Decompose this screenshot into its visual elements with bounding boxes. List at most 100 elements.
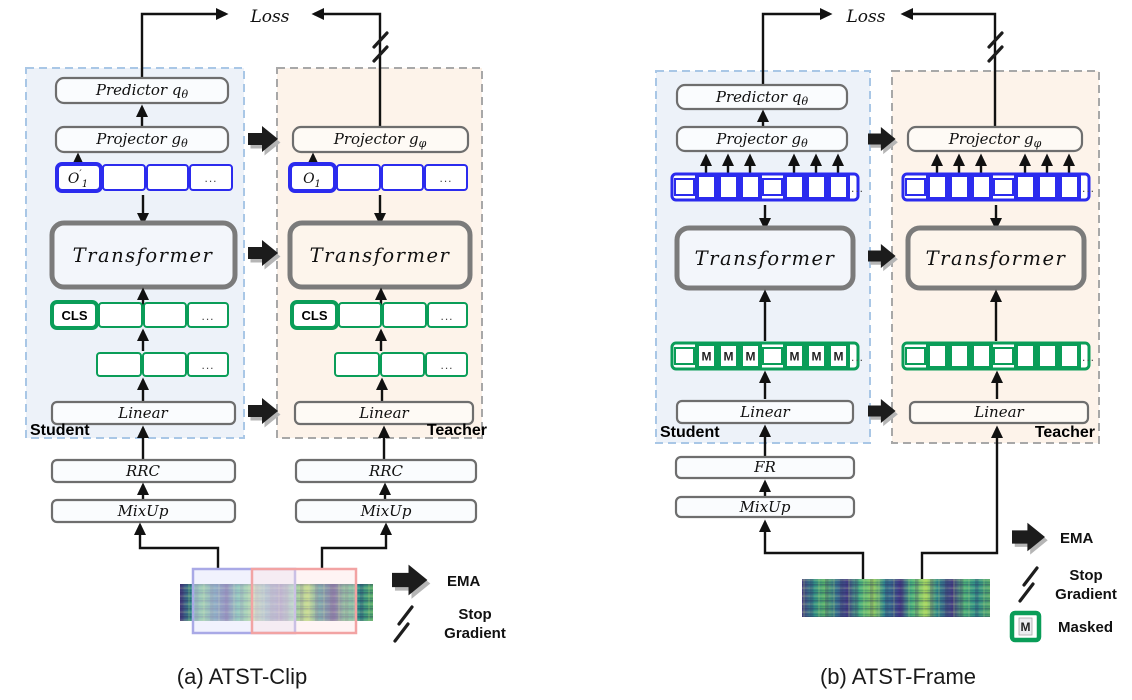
ema-arrow — [248, 126, 281, 156]
clip-teacher-label: Teacher — [427, 422, 487, 439]
masked-token — [739, 342, 762, 370]
clip-student-projector-box — [54, 125, 230, 154]
ellipsis: ... — [1082, 181, 1095, 195]
clip-student-cls-row: CLS ... — [50, 300, 229, 330]
frame-teacher-transformer-box — [905, 225, 1087, 291]
clip-student-loss-arrow — [140, 8, 229, 78]
frame-spectrogram — [802, 579, 990, 617]
frame-student-linear-box — [675, 399, 855, 425]
clip-student-rrc-label: RRC — [125, 462, 161, 480]
clip-student-output-tokens: O′1 ... — [55, 162, 233, 193]
clip-teacher-linear-box — [293, 400, 475, 426]
clip-student-predictor-label: Predictor qθ — [95, 81, 189, 101]
ema-icon — [1012, 522, 1048, 555]
masked-token — [827, 342, 850, 370]
ellipsis: ... — [1082, 350, 1095, 364]
frame-student-projector-label: Projector gθ — [715, 130, 808, 150]
ema-label: EMA — [1060, 530, 1094, 547]
frame-stop-gradient-icon — [987, 31, 1004, 63]
masked-icon: M — [1009, 610, 1042, 643]
frame-fr-label: FR — [753, 458, 776, 476]
frame-student-label: Student — [660, 424, 720, 441]
frame-student-transformer-label: Transformer — [695, 247, 836, 270]
clip-stop-gradient-icon — [372, 31, 389, 63]
frame-mixup-label: MixUp — [739, 498, 791, 516]
clip-student-transformer-box — [49, 220, 238, 290]
clip-input-to-teacher — [320, 522, 392, 569]
masked-token — [717, 342, 740, 370]
clip-teacher-mixup-label: MixUp — [360, 502, 412, 520]
ellipsis: ... — [440, 358, 453, 372]
clip-teacher-projector-box — [291, 125, 470, 154]
ellipsis: ... — [201, 309, 214, 323]
frame-student-output-tokens: ... — [670, 172, 864, 202]
caption-atst-frame: (b) ATST-Frame — [820, 664, 976, 689]
mask-m: M — [790, 350, 800, 364]
clip-crop-red — [250, 567, 358, 635]
frame-teacher-token-arrows — [931, 153, 1075, 174]
masked-token — [783, 342, 806, 370]
clip-teacher-rrc-label: RRC — [368, 462, 404, 480]
stop-gradient-label: Stop — [458, 606, 491, 623]
clip-teacher-output-tokens: O1 ... — [288, 162, 468, 193]
frame-teacher-patch-row: ... — [901, 341, 1095, 371]
mask-m: M — [746, 350, 756, 364]
clip-teacher-rrc-box — [294, 458, 478, 484]
frame-teacher-label: Teacher — [1035, 424, 1095, 441]
stop-gradient-label2: Gradient — [444, 625, 506, 642]
frame-student-transformer-box — [674, 225, 856, 291]
ellipsis: ... — [204, 171, 217, 185]
clip-teacher-transformer-label: Transformer — [310, 244, 451, 267]
stop-gradient-label2: Gradient — [1055, 586, 1117, 603]
clip-student-mixup-box — [50, 498, 237, 524]
ema-arrow — [248, 398, 281, 428]
frame-student-token-arrows — [700, 153, 844, 174]
stop-gradient-icon — [393, 605, 414, 643]
clip-teacher-cls-row: CLS ... — [290, 300, 468, 330]
frame-fr-box — [674, 455, 856, 480]
stop-gradient-label: Stop — [1069, 567, 1102, 584]
clip-student-rrc-box — [50, 458, 237, 484]
frame-student-loss-arrow — [761, 8, 833, 85]
frame-student-masked-row: M M M M M M ... — [670, 341, 863, 371]
clip-teacher-transformer-box — [287, 220, 473, 290]
cls-label: CLS — [302, 308, 328, 323]
clip-teacher-patch-row: ... — [334, 352, 468, 377]
ellipsis: ... — [440, 309, 453, 323]
frame-legend: EMA Stop Gradient M Masked — [1009, 522, 1117, 643]
caption-atst-clip: (a) ATST-Clip — [177, 664, 307, 689]
clip-legend: EMA Stop Gradient — [392, 564, 506, 643]
frame-teacher-transformer-label: Transformer — [926, 247, 1067, 270]
masked-label: Masked — [1058, 619, 1113, 636]
clip-student-mixup-label: MixUp — [117, 502, 169, 520]
clip-student-linear-label: Linear — [117, 404, 168, 422]
clip-teacher-loss-arrow — [311, 8, 382, 127]
clip-teacher-o-label: O1 — [303, 171, 321, 190]
atst-frame-diagram: Loss Predictor qθ Projector gθ — [655, 7, 1117, 689]
clip-crop-blue — [191, 567, 297, 635]
cls-label: CLS — [62, 308, 88, 323]
clip-student-o-label: O′1 — [68, 169, 88, 190]
frame-student-predictor-label: Predictor qθ — [715, 88, 809, 108]
clip-teacher-cls-token — [290, 300, 339, 330]
masked-token — [695, 342, 718, 370]
frame-input-to-student — [759, 519, 865, 579]
clip-student-o-token — [55, 162, 103, 193]
frame-teacher-linear-box — [908, 400, 1090, 425]
frame-student-linear-label: Linear — [739, 403, 790, 421]
ema-label: EMA — [447, 573, 481, 590]
ellipsis: ... — [851, 181, 864, 195]
clip-student-label: Student — [30, 422, 90, 439]
clip-input-to-student — [134, 522, 220, 569]
ema-arrow — [248, 240, 281, 270]
mask-m: M — [1021, 620, 1031, 634]
mask-m: M — [834, 350, 844, 364]
clip-student-cls-token — [50, 300, 99, 330]
frame-teacher-projector-box — [906, 125, 1084, 153]
clip-loss-label: Loss — [250, 7, 290, 27]
clip-student-linear-box — [50, 400, 237, 426]
frame-student-predictor-box — [675, 83, 849, 111]
stop-gradient-icon — [1018, 566, 1039, 603]
